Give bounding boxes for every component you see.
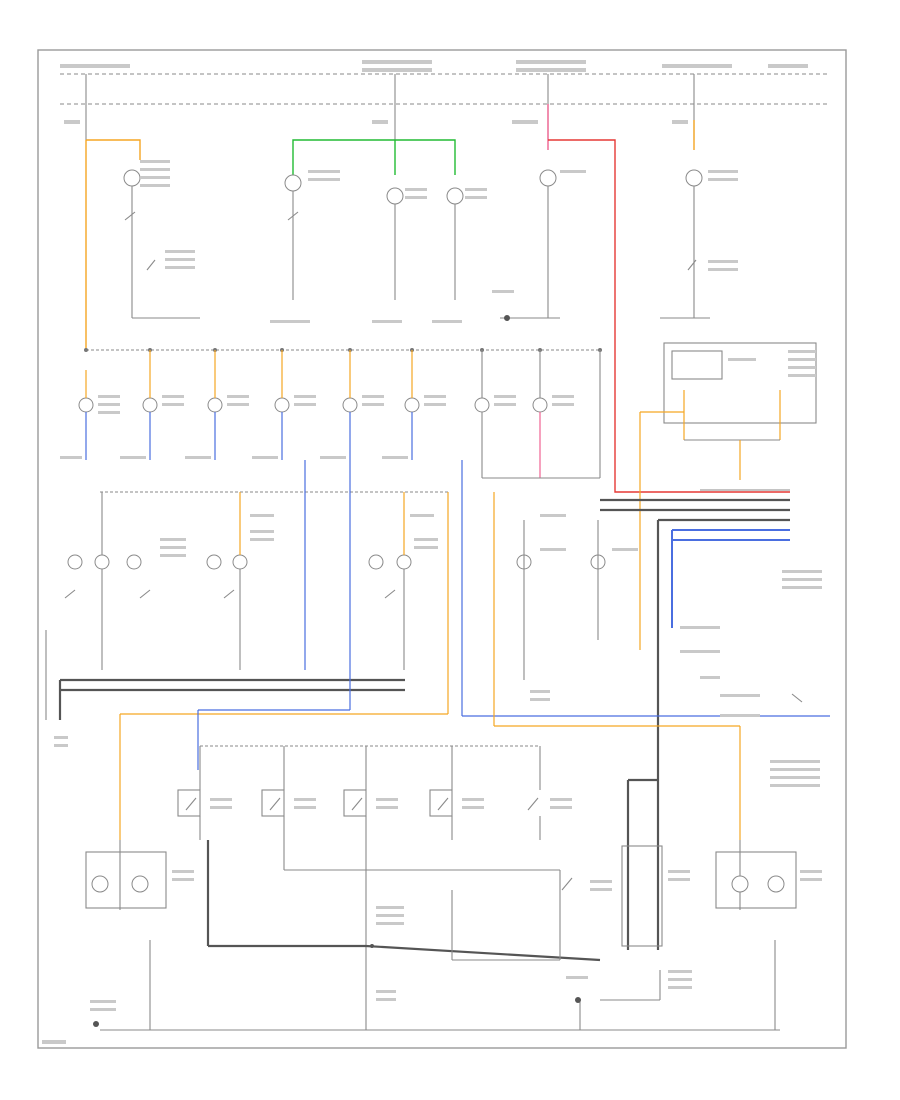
lower-middle-switches: [64, 589, 803, 703]
ground-bottom-icons: [93, 944, 581, 1027]
right-connector: [600, 489, 822, 950]
upper-switches: [124, 211, 697, 271]
bottom-lamps: [85, 845, 797, 947]
lower-middle-labels: [54, 514, 760, 747]
diagram-frame: [37, 49, 847, 1049]
bottom-wires: [100, 746, 780, 1031]
red-wire: [548, 139, 790, 493]
upper-lamps: [123, 169, 703, 205]
bottom-labels: [90, 760, 822, 1011]
orange-wire-left: [86, 139, 141, 160]
middle-labels: [60, 395, 574, 459]
right-relay-box: [639, 342, 817, 650]
green-wire: [292, 139, 456, 175]
middle-lamps: [78, 397, 548, 413]
upper-labels: [140, 160, 738, 323]
upper-vertical-wires: [131, 186, 710, 319]
ground-upper-icon: [504, 315, 510, 321]
middle-vertical-wires: [85, 350, 601, 479]
fuse-bus: [60, 73, 830, 105]
lower-middle-wires: [45, 460, 830, 840]
diagram-id-block: [42, 1040, 66, 1044]
bottom-switches: [177, 789, 573, 891]
fuse-drops: [64, 104, 695, 140]
top-label-blocks: [60, 60, 808, 72]
